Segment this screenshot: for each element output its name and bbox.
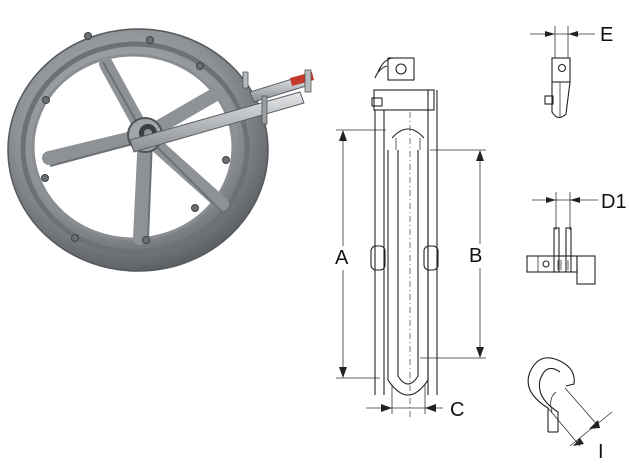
dimension-c: C	[366, 385, 464, 421]
clamp-detail-e: E	[530, 24, 613, 119]
hook-detail-i: I	[527, 357, 613, 463]
dimension-b: B	[420, 149, 490, 359]
label-c: C	[450, 399, 464, 421]
pulley-wheel-photo	[7, 28, 314, 272]
label-i: I	[598, 441, 604, 463]
label-a: A	[335, 247, 349, 269]
pulley-side-view-drawing	[370, 57, 439, 420]
bracket-detail-d1: D1	[526, 191, 627, 285]
dimension-a: A	[334, 129, 386, 379]
label-d1: D1	[601, 191, 627, 213]
label-b: B	[469, 245, 482, 267]
label-e: E	[600, 24, 613, 46]
